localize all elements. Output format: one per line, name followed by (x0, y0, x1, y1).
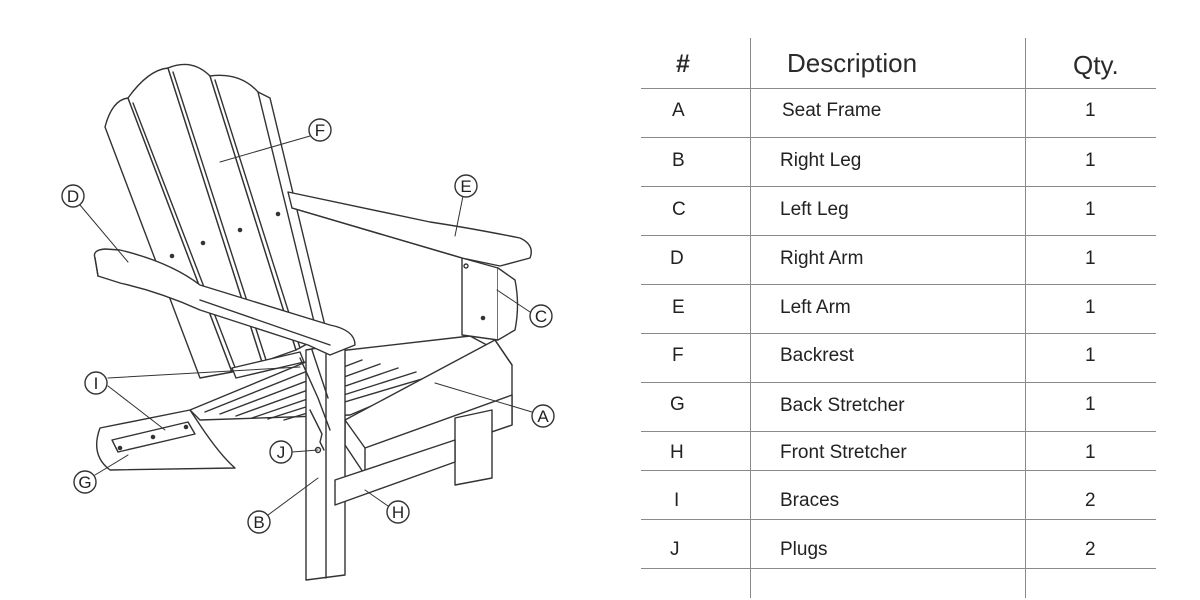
header-description: Description (787, 48, 918, 78)
row-id: G (670, 394, 685, 415)
callout-label: C (535, 307, 547, 326)
callout-label: I (94, 374, 99, 393)
row-qty: 1 (1085, 345, 1096, 366)
chair-diagram: A B C D E F G H I J (61, 63, 555, 581)
right-arm (93, 248, 356, 356)
callout-label: G (78, 473, 91, 492)
row-description: Right Arm (780, 248, 864, 269)
row-divider (641, 235, 1156, 236)
back-stretcher (96, 409, 236, 471)
row-divider (641, 333, 1156, 334)
row-id: E (672, 297, 685, 318)
chair-drawing: A B C D E F G H I J (61, 63, 555, 581)
row-id: A (672, 100, 685, 121)
row-divider (641, 470, 1156, 471)
callout-label: F (315, 121, 325, 140)
row-qty: 1 (1085, 297, 1096, 318)
row-id: J (670, 539, 680, 560)
callout-I: I (84, 371, 108, 395)
row-qty: 1 (1085, 248, 1096, 269)
left-arm (287, 191, 532, 267)
row-divider (641, 568, 1156, 569)
row-description: Plugs (780, 539, 828, 560)
callout-label: J (277, 443, 286, 462)
column-divider (750, 38, 751, 598)
callout-label: B (253, 513, 264, 532)
row-description: Back Stretcher (780, 395, 905, 416)
row-qty: 1 (1085, 442, 1096, 463)
callout-label: A (537, 407, 549, 426)
row-description: Seat Frame (782, 100, 882, 121)
callout-C: C (529, 304, 553, 328)
row-divider (641, 186, 1156, 187)
row-id: C (672, 199, 686, 220)
callout-B: B (247, 510, 271, 534)
callout-F: F (308, 118, 332, 142)
callout-G: G (73, 470, 97, 494)
callout-label: H (392, 503, 404, 522)
row-description: Right Leg (780, 150, 862, 171)
row-divider (641, 88, 1156, 89)
row-id: B (672, 150, 685, 171)
braces (231, 349, 331, 431)
leader-lines (79, 135, 533, 516)
plugs (309, 409, 325, 451)
row-qty: 1 (1085, 199, 1096, 220)
row-divider (641, 137, 1156, 138)
row-qty: 1 (1085, 150, 1096, 171)
row-qty: 1 (1085, 394, 1096, 415)
row-id: I (674, 490, 680, 511)
callout-label: D (67, 187, 79, 206)
row-qty: 1 (1085, 100, 1096, 121)
header-quantity: Qty. (1073, 50, 1119, 80)
row-divider (641, 431, 1156, 432)
callout-A: A (531, 404, 555, 428)
right-leg (305, 342, 346, 581)
row-id: D (670, 248, 684, 269)
left-leg (454, 257, 519, 486)
callout-J: J (269, 440, 293, 464)
row-description: Left Leg (780, 199, 849, 220)
row-description: Backrest (780, 345, 854, 366)
header-number: # (676, 50, 690, 78)
row-qty: 2 (1085, 490, 1096, 511)
callout-label: E (460, 177, 471, 196)
row-id: F (672, 345, 684, 366)
front-stretcher (334, 439, 456, 506)
row-divider (641, 382, 1156, 383)
column-divider (1025, 38, 1026, 598)
callout-E: E (454, 174, 478, 198)
callout-D: D (61, 184, 85, 208)
row-id: H (670, 442, 684, 463)
row-description: Braces (780, 490, 840, 511)
row-divider (641, 519, 1156, 520)
callout-H: H (386, 500, 410, 524)
row-qty: 2 (1085, 539, 1096, 560)
row-description: Front Stretcher (780, 442, 907, 463)
row-divider (641, 284, 1156, 285)
row-description: Left Arm (780, 297, 851, 318)
